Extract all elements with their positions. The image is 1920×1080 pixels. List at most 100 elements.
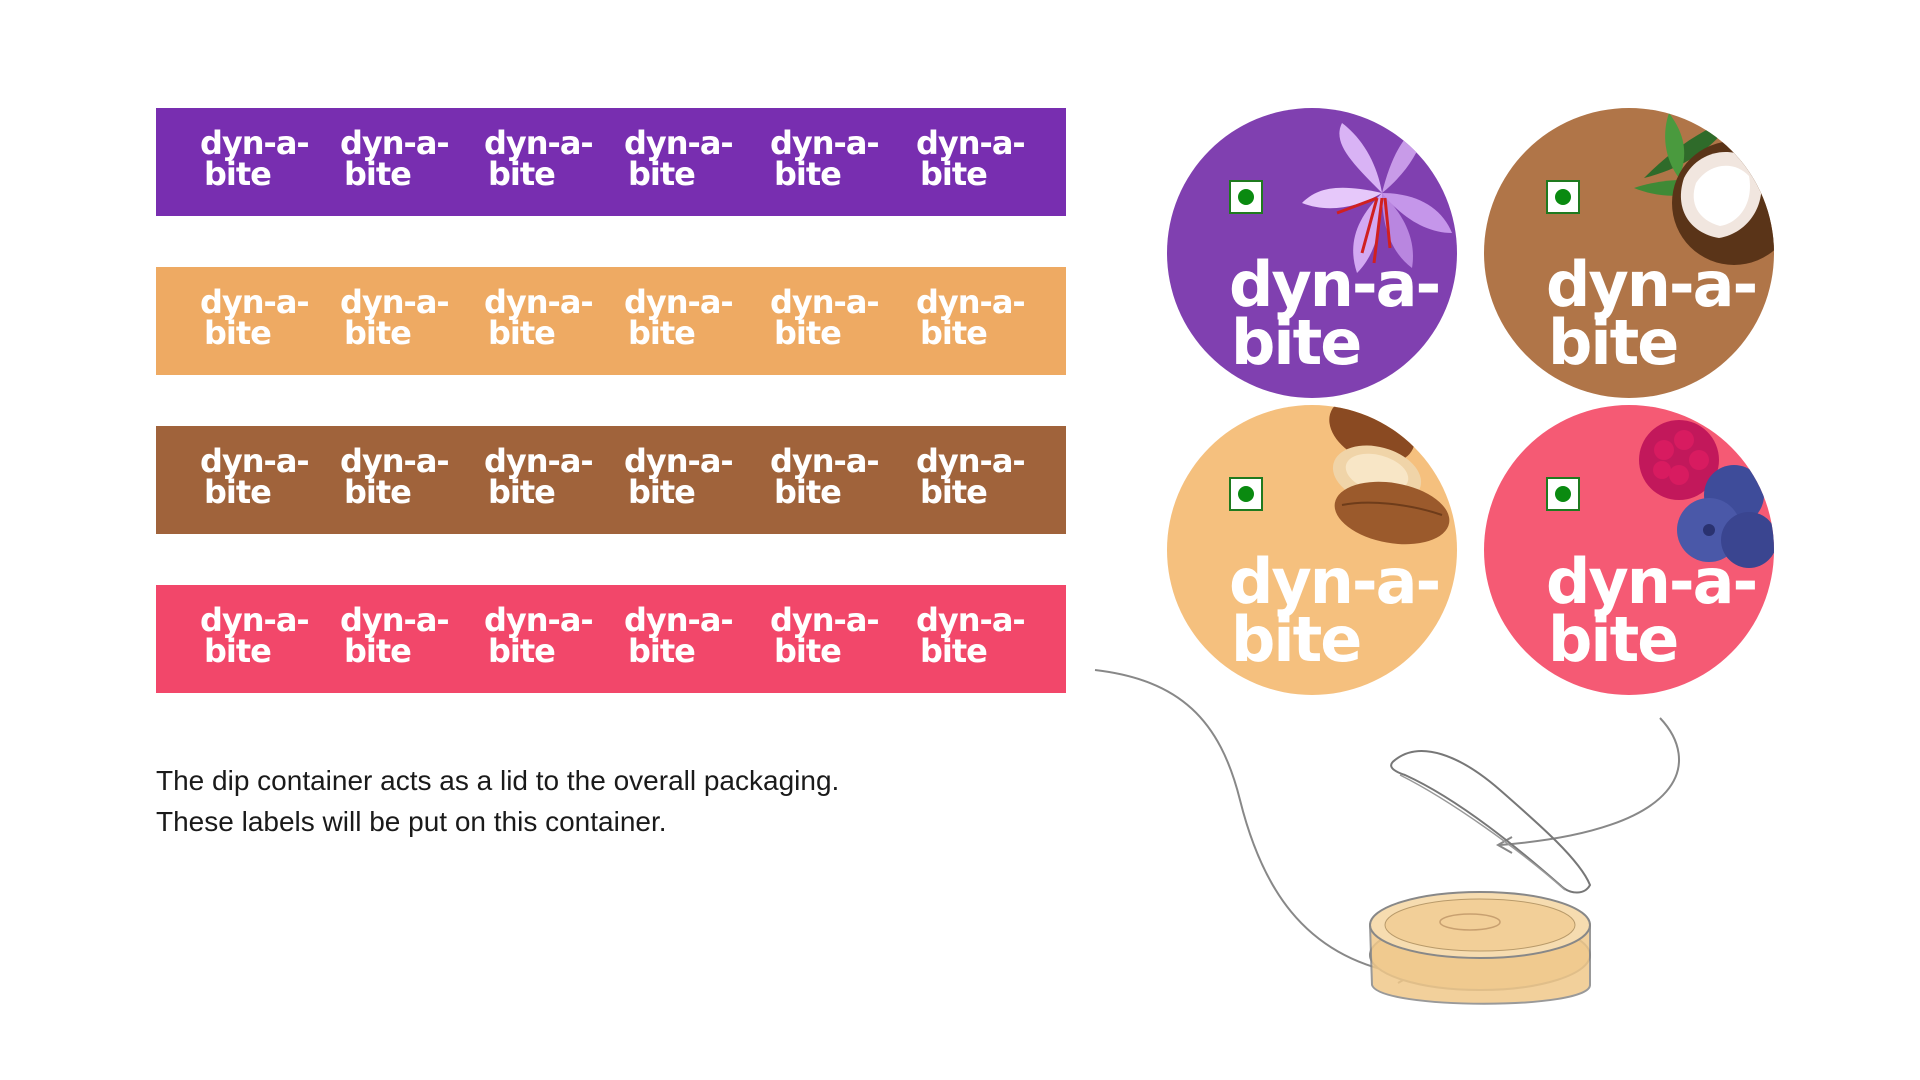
brand-line2: bite (1231, 306, 1362, 379)
brand-line2: bite (344, 632, 412, 670)
brand-line1: dyn-a- (1546, 545, 1758, 618)
band-logo: dyn-a-bite (484, 124, 594, 193)
brand-line2: bite (1548, 306, 1679, 379)
band-logo: dyn-a-bite (484, 442, 594, 511)
brand-line2: bite (628, 473, 696, 511)
brand-line2: bite (488, 473, 556, 511)
brand-line1: dyn-a- (916, 124, 1026, 162)
container-base-icon (1369, 891, 1591, 1005)
veg-mark-icon (1546, 180, 1580, 214)
brand-line2: bite (920, 314, 988, 352)
brand-line1: dyn-a- (340, 283, 450, 321)
band-logo: dyn-a-bite (340, 283, 450, 349)
band-logo: dyn-a-bite (624, 442, 734, 511)
brand-line1: dyn-a- (200, 442, 310, 480)
band-logo: dyn-a-bite (200, 442, 310, 511)
brand-line1: dyn-a- (484, 442, 594, 480)
brand-line2: bite (774, 473, 842, 511)
brand-logo: dyn-a- bite (1229, 248, 1441, 379)
brand-line1: dyn-a- (484, 124, 594, 162)
arrow-line-circles (1499, 717, 1680, 846)
brand-line1: dyn-a- (624, 601, 734, 639)
brand-line1: dyn-a- (340, 442, 450, 480)
brand-line1: dyn-a- (200, 283, 310, 321)
brand-line2: bite (344, 155, 412, 193)
band-logo: dyn-a-bite (340, 601, 450, 670)
brand-logo: dyn-a- bite (1546, 248, 1758, 379)
brand-line2: bite (488, 632, 556, 670)
brand-line2: bite (204, 314, 272, 352)
brand-line1: dyn-a- (200, 124, 310, 162)
brand-line2: bite (488, 155, 556, 193)
brand-line1: dyn-a- (770, 601, 880, 639)
band-logo: dyn-a-bite (770, 445, 880, 511)
brand-line1: dyn-a- (1546, 248, 1758, 321)
brand-line1: dyn-a- (340, 601, 450, 639)
band-logo: dyn-a-bite (200, 283, 310, 352)
brand-line1: dyn-a- (624, 442, 734, 480)
band-logo: dyn-a-bite (340, 442, 450, 508)
band-logo: dyn-a-bite (340, 124, 450, 193)
circle-label-almond: dyn-a- bite (1167, 405, 1457, 695)
brand-line1: dyn-a- (624, 124, 734, 162)
brand-line2: bite (920, 155, 988, 193)
brand-line2: bite (488, 314, 556, 352)
band-logo: dyn-a-bite (770, 601, 880, 670)
circle-label-coconut: dyn-a- bite (1484, 108, 1774, 398)
brand-line2: bite (774, 314, 842, 352)
brand-line1: dyn-a- (770, 124, 880, 162)
brand-line2: bite (628, 314, 696, 352)
brand-line1: dyn-a- (916, 283, 1026, 321)
band-logo: dyn-a-bite (200, 124, 310, 193)
brand-line2: bite (920, 473, 988, 511)
brand-line2: bite (920, 632, 988, 670)
arrow-line-bands (1094, 669, 1411, 976)
band-logo: dyn-a-bite (624, 124, 734, 193)
band-logo: dyn-a-bite (916, 442, 1026, 511)
brand-line1: dyn-a- (484, 601, 594, 639)
brand-line2: bite (774, 155, 842, 193)
brand-line2: bite (204, 473, 272, 511)
band-logo: dyn-a-bite (484, 283, 594, 352)
brand-line1: dyn-a- (484, 283, 594, 321)
brand-line2: bite (774, 632, 842, 670)
caption-line2: These labels will be put on this contain… (156, 806, 667, 837)
saffron-flower-icon (1302, 123, 1452, 273)
veg-mark-icon (1229, 477, 1263, 511)
band-logo: dyn-a-bite (770, 286, 880, 352)
brand-line1: dyn-a- (1229, 545, 1441, 618)
band-logo: dyn-a-bite (624, 601, 734, 670)
brand-logo: dyn-a- bite (1546, 545, 1758, 676)
brand-line2: bite (204, 155, 272, 193)
band-logo: dyn-a-bite (916, 601, 1026, 670)
brand-line1: dyn-a- (916, 601, 1026, 639)
brand-line2: bite (628, 155, 696, 193)
circle-label-berry: dyn-a- bite (1484, 405, 1774, 695)
coconut-icon (1634, 113, 1774, 265)
brand-line1: dyn-a- (340, 124, 450, 162)
veg-mark-icon (1546, 477, 1580, 511)
band-logo: dyn-a-bite (916, 283, 1026, 352)
band-logo: dyn-a-bite (624, 283, 734, 352)
brand-line1: dyn-a- (1229, 248, 1441, 321)
brand-line2: bite (204, 632, 272, 670)
brand-line2: bite (628, 632, 696, 670)
band-logo: dyn-a-bite (200, 601, 310, 670)
brand-line1: dyn-a- (200, 601, 310, 639)
brand-line1: dyn-a- (624, 283, 734, 321)
brand-line1: dyn-a- (916, 442, 1026, 480)
circle-label-saffron: dyn-a- bite (1167, 108, 1457, 398)
brand-logo: dyn-a- bite (1229, 545, 1441, 676)
brand-line2: bite (1548, 603, 1679, 676)
brand-line2: bite (1231, 603, 1362, 676)
almond-icon (1329, 405, 1450, 545)
arrow-head-circles (1495, 836, 1513, 854)
berries-icon (1639, 420, 1774, 568)
caption-line1: The dip container acts as a lid to the o… (156, 765, 840, 796)
band-logo: dyn-a-bite (484, 601, 594, 670)
